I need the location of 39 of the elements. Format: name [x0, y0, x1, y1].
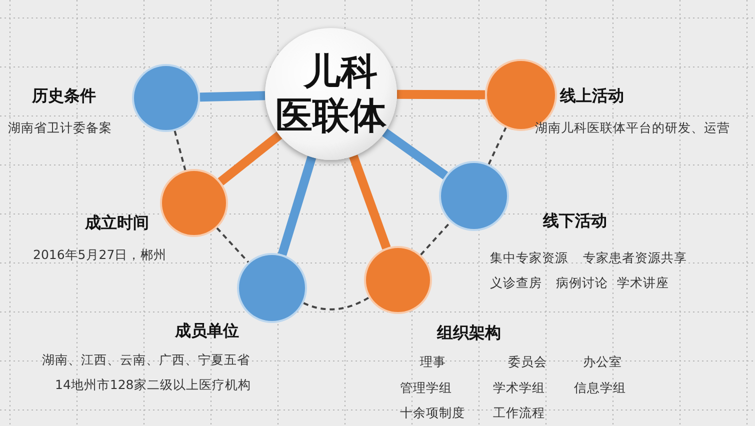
section-heading: 历史条件 [32, 86, 96, 106]
detail-text: 工作流程 [493, 405, 545, 421]
detail-text: 集中专家资源 [490, 250, 568, 266]
spoke-connector [382, 128, 448, 180]
dashed-connector [488, 127, 507, 165]
spoke-connector [349, 154, 391, 250]
circle [364, 246, 432, 314]
detail-text: 办公室 [583, 354, 622, 370]
spoke-connector [278, 156, 316, 256]
detail-text: 2016年5月27日，郴州 [33, 247, 167, 263]
dashed-connector [174, 130, 186, 170]
detail-text: 学术讲座 [617, 275, 669, 291]
circle [160, 169, 228, 237]
hub-title: 儿科医联体 [276, 50, 386, 138]
section-heading: 成立时间 [85, 213, 149, 233]
dashed-connector [216, 227, 250, 263]
detail-text: 病例讨论 [556, 275, 608, 291]
spoke-connector [396, 90, 486, 100]
detail-text: 湖南儿科医联体平台的研发、运营 [535, 120, 730, 136]
detail-text: 湖南省卫计委备案 [8, 120, 112, 136]
detail-text: 湖南、江西、云南、广西、宁夏五省 [42, 352, 250, 368]
detail-text: 十余项制度 [400, 405, 465, 421]
section-heading: 成员单位 [175, 321, 239, 341]
detail-text: 信息学组 [574, 380, 626, 396]
section-heading: 组织架构 [437, 323, 501, 343]
dashed-connector [303, 296, 370, 310]
detail-text: 理事 [420, 354, 446, 370]
detail-text: 学术学组 [493, 380, 545, 396]
detail-text: 委员会 [508, 354, 547, 370]
section-heading: 线下活动 [543, 211, 607, 231]
dashed-connector [420, 221, 452, 256]
section-heading: 线上活动 [560, 86, 624, 106]
hub-circle [265, 28, 397, 160]
spoke-connector [200, 91, 266, 102]
spoke-connector [218, 132, 282, 186]
detail-text: 义诊查房 [490, 275, 542, 291]
detail-text: 专家患者资源共享 [583, 250, 687, 266]
detail-text: 管理学组 [400, 380, 452, 396]
detail-text: 14地州市128家二级以上医疗机构 [55, 377, 251, 393]
